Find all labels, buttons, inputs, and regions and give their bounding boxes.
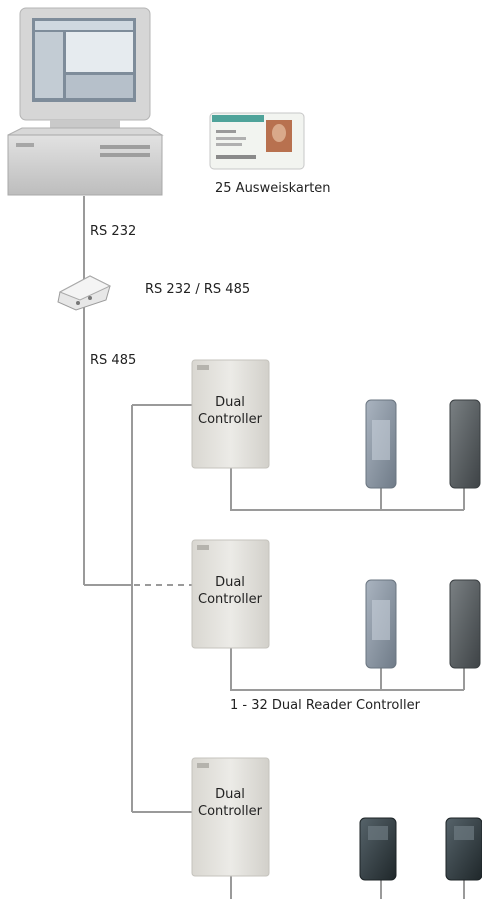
controller-cabinet-1 — [191, 359, 270, 469]
reader-keypad-icon — [365, 399, 397, 489]
controller-label-2: Dual Controller — [190, 574, 270, 608]
converter-icon — [57, 275, 112, 311]
label-cards: 25 Ausweiskarten — [215, 181, 331, 196]
id-card-icon — [209, 112, 305, 170]
controller-label-line1: Dual — [215, 575, 245, 590]
computer-icon — [7, 7, 164, 196]
controller-label-1: Dual Controller — [190, 394, 270, 428]
label-converter: RS 232 / RS 485 — [145, 282, 251, 297]
label-controller-range: 1 - 32 Dual Reader Controller — [230, 698, 420, 713]
label-rs485: RS 485 — [90, 353, 137, 368]
reader-dark-keypad-icon — [445, 817, 482, 881]
controller-cabinet-2 — [191, 539, 270, 649]
controller-label-3: Dual Controller — [190, 786, 270, 820]
reader-dark-keypad-icon — [359, 817, 397, 881]
controller-cabinet-3 — [191, 757, 270, 877]
wire-controller-1-readers — [230, 468, 464, 511]
reader-proximity-icon — [449, 399, 481, 489]
wire-controller-2-readers — [230, 648, 464, 691]
controller-label-line1: Dual — [215, 787, 245, 802]
reader-keypad-icon — [365, 579, 397, 669]
controller-label-line2: Controller — [198, 804, 262, 819]
controller-label-line2: Controller — [198, 592, 262, 607]
controller-label-line2: Controller — [198, 412, 262, 427]
label-rs232: RS 232 — [90, 224, 137, 239]
reader-proximity-icon — [449, 579, 481, 669]
controller-label-line1: Dual — [215, 395, 245, 410]
wiring — [83, 196, 465, 899]
